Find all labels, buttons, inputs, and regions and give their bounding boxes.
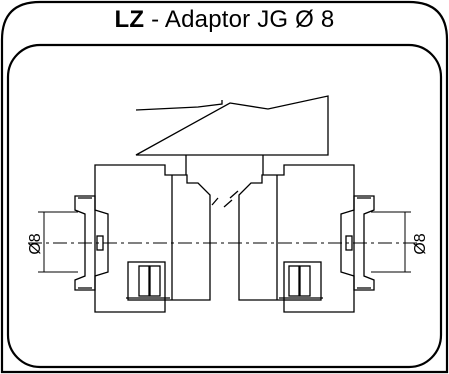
dim-left-label: Ø8 — [27, 233, 44, 254]
right-adaptor — [340, 195, 375, 291]
right-body — [238, 164, 355, 313]
top-handle — [135, 95, 329, 156]
left-body — [94, 164, 211, 313]
dim-right-label: Ø8 — [412, 233, 429, 254]
product-name: Adaptor JG Ø 8 — [164, 6, 335, 33]
title-separator: - — [144, 6, 165, 33]
left-adaptor — [74, 195, 109, 291]
inner-frame — [6, 43, 443, 369]
product-code: LZ — [114, 6, 145, 33]
card-title: LZ - Adaptor JG Ø 8 — [0, 6, 449, 34]
